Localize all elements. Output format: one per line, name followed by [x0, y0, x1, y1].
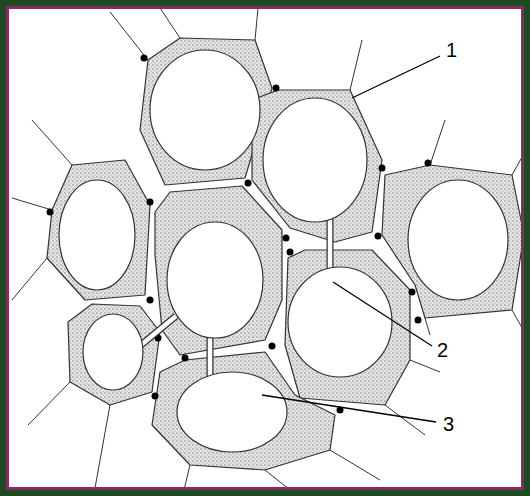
cell-walls — [12, 8, 524, 490]
callout-number: 2 — [437, 340, 448, 360]
callout-number: 3 — [443, 414, 454, 434]
leader-lines — [262, 56, 440, 422]
cell-lumen — [59, 50, 508, 452]
frame: 1 2 3 — [6, 6, 524, 490]
callout-number: 1 — [446, 40, 457, 60]
cell-walls-thick — [47, 38, 524, 470]
